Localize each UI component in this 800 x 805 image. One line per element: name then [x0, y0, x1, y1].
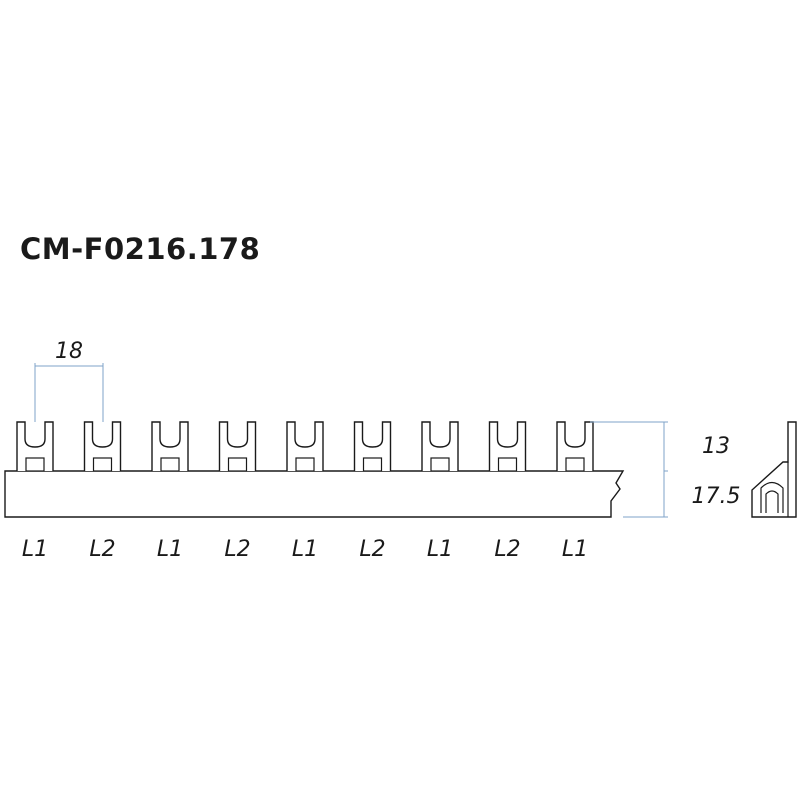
- fork-pin-window: [25, 457, 45, 472]
- fork-pin-outline: [353, 421, 392, 471]
- profile-outline: [751, 421, 797, 518]
- fork-pin-outline: [421, 421, 459, 471]
- fork-pin: [83, 421, 122, 472]
- height-dimension: 13 17.5: [590, 421, 741, 518]
- phase-label: L2: [89, 537, 115, 562]
- fork-pin-outline: [16, 421, 54, 471]
- fork-pin: [353, 421, 392, 472]
- profile-inner-slot: [760, 481, 784, 513]
- fork-pins: [16, 421, 594, 472]
- phase-label: L1: [427, 537, 453, 562]
- fork-pin-outline: [151, 421, 189, 471]
- phase-label: L2: [224, 537, 250, 562]
- phase-label: L1: [157, 537, 183, 562]
- phase-label: L2: [359, 537, 385, 562]
- profile-pin-contact: [765, 490, 779, 513]
- fork-pin: [16, 421, 54, 472]
- phase-label: L1: [22, 537, 48, 562]
- height-total-value: 17.5: [692, 484, 741, 509]
- fork-pin-window: [430, 457, 450, 472]
- fork-pin-window: [227, 457, 248, 472]
- fork-pin: [488, 421, 527, 472]
- fork-pin: [556, 421, 594, 472]
- fork-pin-outline: [286, 421, 324, 471]
- phase-label: L2: [494, 537, 520, 562]
- pitch-dimension: 18: [34, 339, 104, 422]
- fork-pin-window: [295, 457, 315, 472]
- phase-label: L1: [292, 537, 318, 562]
- fork-pin: [151, 421, 189, 472]
- phase-labels: L1 L2 L1 L2 L1 L2 L1 L2 L1: [22, 537, 588, 562]
- product-code-title: CM-F0216.178: [20, 232, 261, 266]
- fork-pin-window: [565, 457, 585, 472]
- fork-pin-outline: [556, 421, 594, 471]
- busbar-body: [4, 470, 625, 518]
- fork-pin-window: [362, 457, 383, 472]
- fork-pin-outline: [488, 421, 527, 471]
- fork-pin: [218, 421, 257, 472]
- fork-pin-window: [497, 457, 518, 472]
- fork-pin-outline: [83, 421, 122, 471]
- phase-label: L1: [562, 537, 588, 562]
- fork-pin: [421, 421, 459, 472]
- fork-pin-window: [92, 457, 113, 472]
- side-profile-view: [751, 421, 797, 518]
- fork-pin: [286, 421, 324, 472]
- height-upper-value: 13: [702, 434, 730, 459]
- fork-pin-window: [160, 457, 180, 472]
- pitch-value: 18: [55, 339, 83, 364]
- fork-pin-outline: [218, 421, 257, 471]
